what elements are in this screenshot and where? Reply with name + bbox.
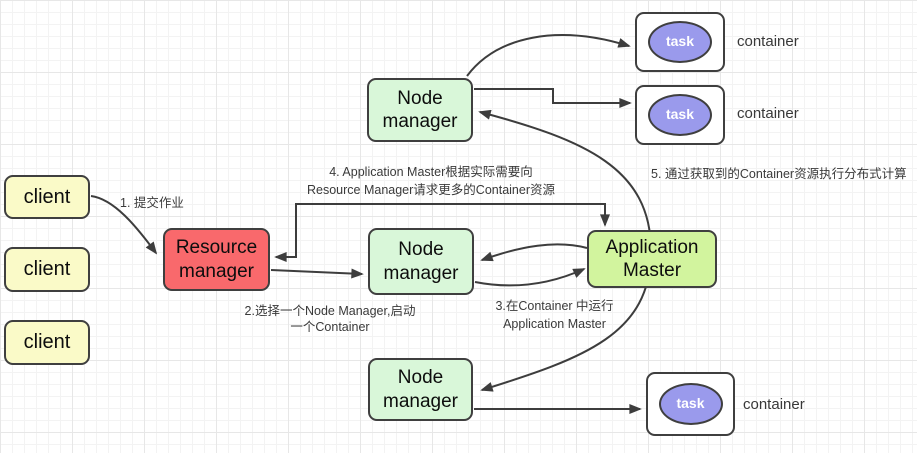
- client-node-2: client: [4, 247, 90, 292]
- client-node-3-label: client: [23, 331, 71, 354]
- container-box-2: task: [635, 85, 725, 145]
- annotation-step4: 4. Application Master根据实际需要向 Resource Ma…: [306, 165, 555, 198]
- annotation-step2: 2.选择一个Node Manager,启动 一个Container: [244, 304, 416, 335]
- client-node-1: client: [4, 175, 90, 219]
- client-node-2-label: client: [23, 258, 71, 281]
- node-manager-middle-label: Node manager: [383, 239, 459, 284]
- client-node-1-label: client: [23, 185, 71, 208]
- node-manager-top: Node manager: [367, 78, 473, 142]
- arrow-node-manager-top-to-container2-elbow: [474, 88, 632, 108]
- annotation-step1: 1. 提交作业: [120, 196, 184, 210]
- annotation-step3: 3.在Container 中运行 Application Master: [495, 299, 614, 331]
- arrow-node-manager-to-application-master: [474, 268, 586, 287]
- container-label-3: container: [743, 396, 805, 413]
- container-label-1: container: [737, 33, 799, 50]
- annotation-step5: 5. 通过获取到的Container资源执行分布式计算: [651, 167, 907, 181]
- arrow-node-manager-top-to-container1: [466, 34, 631, 77]
- arrow-application-master-to-resource-manager-elbow: [274, 203, 610, 262]
- arrow-client-to-resource-manager: [90, 195, 158, 255]
- node-manager-middle: Node manager: [368, 228, 474, 295]
- application-master-node: Application Master: [587, 230, 717, 288]
- node-manager-top-label: Node manager: [382, 87, 458, 132]
- node-manager-bottom-label: Node manager: [383, 367, 458, 412]
- task-ellipse-2: task: [648, 94, 712, 136]
- task-ellipse-1: task: [648, 21, 712, 63]
- task-label-1: task: [665, 33, 695, 50]
- resource-manager-label: Resource manager: [175, 237, 258, 282]
- application-master-label: Application Master: [605, 236, 699, 281]
- task-label-3: task: [676, 395, 705, 412]
- container-box-1: task: [635, 12, 725, 72]
- task-label-2: task: [665, 106, 695, 123]
- task-ellipse-3: task: [658, 383, 723, 425]
- resource-manager-node: Resource manager: [163, 228, 270, 291]
- container-box-3: task: [646, 372, 735, 436]
- arrow-resource-manager-to-node-manager: [270, 268, 364, 279]
- node-manager-bottom: Node manager: [368, 358, 473, 421]
- client-node-3: client: [4, 320, 90, 365]
- arrow-application-master-to-node-manager: [480, 243, 588, 262]
- container-label-2: container: [737, 105, 799, 122]
